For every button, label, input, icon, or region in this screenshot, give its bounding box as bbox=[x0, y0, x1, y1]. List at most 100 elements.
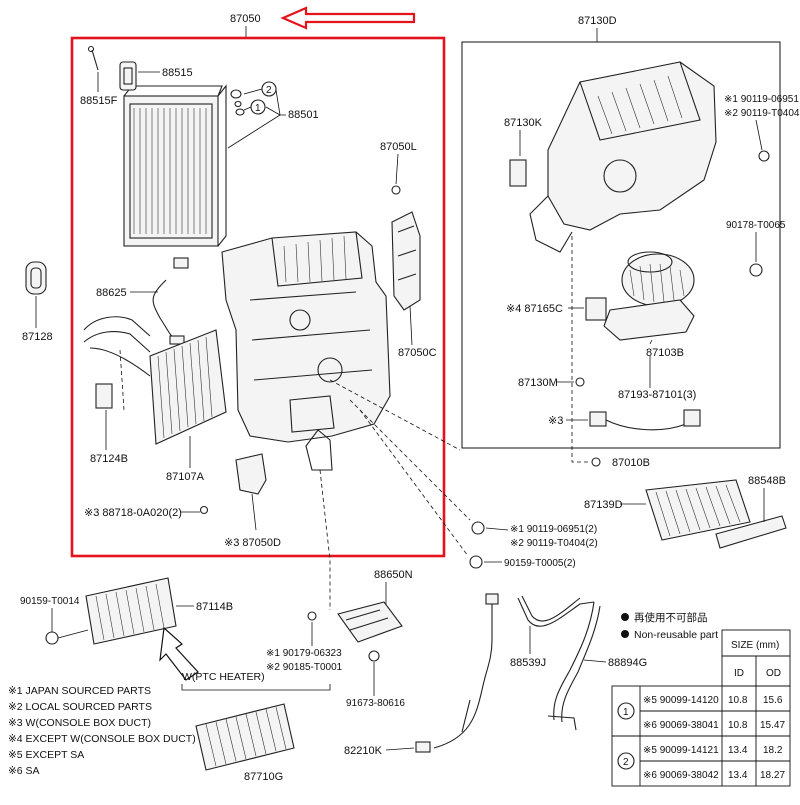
label-90159-T0014: 90159-T0014 bbox=[20, 596, 80, 607]
footnote: ※5 EXCEPT SA bbox=[8, 749, 84, 761]
label-90159-T0005: 90159-T0005(2) bbox=[504, 558, 576, 569]
label-88718: ※3 88718-0A020(2) bbox=[84, 507, 182, 519]
footnote: ※3 W(CONSOLE BOX DUCT) bbox=[8, 717, 151, 729]
label-87114B: 87114B bbox=[196, 601, 233, 613]
svg-text:1: 1 bbox=[255, 103, 261, 114]
legend-jp: 再使用不可部品 bbox=[634, 611, 708, 624]
label-87050D: ※3 87050D bbox=[224, 537, 281, 549]
label-88894G: 88894G bbox=[608, 657, 647, 669]
blower-motor-87103B bbox=[603, 251, 695, 341]
label-90119-06951-mid: ※1 90119-06951(2) bbox=[510, 524, 597, 535]
heater-pipe-87124B bbox=[83, 316, 151, 409]
label-88539J: 88539J bbox=[510, 657, 546, 669]
callout-circle-2: 2 bbox=[261, 81, 277, 97]
label-91673: 91673-80616 bbox=[346, 698, 405, 709]
legend: 再使用不可部品 Non-reusable part bbox=[621, 611, 718, 641]
label-87130M: 87130M bbox=[518, 377, 558, 389]
legend-en: Non-reusable part bbox=[634, 629, 718, 641]
callout-circle-1: 1 bbox=[250, 99, 266, 115]
label-87128: 87128 bbox=[22, 331, 53, 343]
non-reusable-dot-icon bbox=[621, 630, 629, 638]
wire-harness-blower bbox=[589, 409, 701, 431]
non-reusable-dot-icon bbox=[621, 613, 629, 621]
blower-case-87130D bbox=[529, 61, 717, 253]
label-90119-T0404-top: ※2 90119-T0404 bbox=[724, 108, 800, 119]
label-87050L: 87050L bbox=[380, 141, 417, 153]
size-table-title: SIZE (mm) bbox=[731, 640, 779, 651]
footnotes: ※1 JAPAN SOURCED PARTS ※2 LOCAL SOURCED … bbox=[8, 685, 196, 777]
label-88515: 88515 bbox=[162, 67, 193, 79]
screw-88718 bbox=[199, 505, 209, 515]
svg-text:18.2: 18.2 bbox=[763, 745, 783, 756]
left-arrow-icon bbox=[280, 6, 416, 30]
label-88515F: 88515F bbox=[80, 95, 118, 107]
footnote: ※1 JAPAN SOURCED PARTS bbox=[8, 685, 151, 697]
label-88650N: 88650N bbox=[374, 569, 413, 581]
nut-90159-T0005 bbox=[469, 555, 483, 569]
col-od: OD bbox=[766, 668, 781, 679]
svg-text:10.8: 10.8 bbox=[728, 695, 748, 706]
label-82210K: 82210K bbox=[344, 745, 383, 757]
screw-90179 bbox=[307, 611, 317, 621]
label-87050: 87050 bbox=[230, 13, 261, 25]
nut-90159-T0014 bbox=[45, 631, 59, 645]
label-87010B: 87010B bbox=[612, 457, 650, 469]
expansion-valve-part bbox=[119, 61, 137, 91]
screw-87050L bbox=[391, 185, 401, 195]
label-88548B: 88548B bbox=[748, 475, 786, 487]
svg-text:10.8: 10.8 bbox=[728, 720, 748, 731]
label-90119-T0404-mid: ※2 90119-T0404(2) bbox=[510, 538, 598, 549]
label-ptc-heater: W(PTC HEATER) bbox=[182, 671, 265, 683]
o-ring-part bbox=[230, 89, 245, 116]
table-row: ※6 90069-38041 10.8 15.47 bbox=[643, 720, 785, 731]
bracket-87130K bbox=[509, 159, 527, 187]
grommet-87128 bbox=[25, 261, 47, 295]
label-87130K: 87130K bbox=[504, 117, 543, 129]
bolt-91673 bbox=[368, 650, 380, 662]
label-90119-06951-top: ※1 90119-06951 bbox=[724, 94, 799, 105]
table-group-1: 1 bbox=[617, 702, 635, 720]
heater-core-87114B bbox=[85, 577, 177, 645]
footnote: ※4 EXCEPT W(CONSOLE BOX DUCT) bbox=[8, 733, 196, 745]
svg-text:15.47: 15.47 bbox=[760, 720, 785, 731]
svg-text:※5 90099-14120: ※5 90099-14120 bbox=[643, 695, 719, 706]
nut-90178 bbox=[749, 263, 763, 277]
resistor-87165C bbox=[585, 297, 607, 321]
footnote: ※6 SA bbox=[8, 765, 40, 777]
svg-text:13.4: 13.4 bbox=[728, 745, 748, 756]
bolt-90119-mid bbox=[471, 521, 485, 535]
label-87165C: ※4 87165C bbox=[506, 303, 563, 315]
label-90185: ※2 90185-T0001 bbox=[266, 662, 343, 673]
bolt-90119-top bbox=[758, 150, 770, 162]
label-87050C: 87050C bbox=[398, 347, 437, 359]
label-88501: 88501 bbox=[288, 109, 319, 121]
filter-cover-88548B bbox=[715, 515, 787, 549]
svg-text:※6 90069-38042: ※6 90069-38042 bbox=[643, 770, 719, 781]
servo-motor-87050C bbox=[391, 211, 421, 311]
label-87139D: 87139D bbox=[584, 499, 623, 511]
svg-text:2: 2 bbox=[266, 85, 272, 96]
evaporator-part bbox=[123, 84, 227, 247]
col-id: ID bbox=[734, 668, 744, 679]
label-88625: 88625 bbox=[96, 287, 127, 299]
table-row: ※6 90069-38042 13.4 18.27 bbox=[643, 770, 785, 781]
filter-87139D bbox=[645, 479, 751, 541]
up-arrow-icon bbox=[159, 626, 199, 681]
wiring-88625 bbox=[152, 257, 189, 345]
svg-text:18.27: 18.27 bbox=[760, 770, 785, 781]
blower-assembly-box bbox=[461, 41, 781, 449]
table-row: ※5 90099-14121 13.4 18.2 bbox=[643, 745, 783, 756]
label-87130D: 87130D bbox=[578, 15, 617, 27]
label-87103B: 87103B bbox=[646, 347, 684, 359]
duct-87050D bbox=[235, 453, 267, 495]
heater-unit-housing bbox=[221, 231, 391, 471]
screw-87010B bbox=[591, 457, 601, 467]
label-x3-wire: ※3 bbox=[548, 415, 563, 427]
ecu-88650N bbox=[337, 601, 403, 643]
highlight-box-87050 bbox=[70, 36, 446, 558]
footnote: ※2 LOCAL SOURCED PARTS bbox=[8, 701, 152, 713]
svg-text:※6 90069-38041: ※6 90069-38041 bbox=[643, 720, 719, 731]
label-87193: 87193-87101(3) bbox=[618, 389, 696, 401]
hose-88539J bbox=[517, 595, 595, 627]
